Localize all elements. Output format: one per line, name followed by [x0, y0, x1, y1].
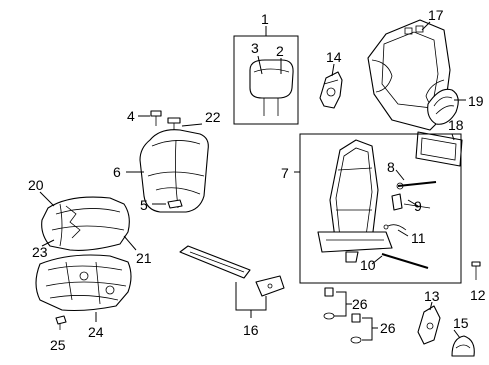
- recliner-knob[interactable]: [451, 335, 475, 357]
- lumbar-pad[interactable]: [427, 88, 459, 125]
- callout-1: 1: [261, 11, 269, 27]
- seatback-panel[interactable]: [415, 131, 463, 167]
- callout-5: 5: [140, 197, 148, 213]
- leader-15: [453, 329, 461, 339]
- callout-4: 4: [127, 108, 135, 124]
- seatback-cushion[interactable]: [139, 129, 209, 213]
- leader-8: [395, 169, 405, 181]
- leader-9: [407, 199, 419, 207]
- leader-20: [39, 191, 55, 207]
- leader-18: [451, 133, 455, 141]
- screw-part[interactable]: [150, 110, 162, 126]
- callout-2: 2: [276, 43, 284, 59]
- callout-11: 11: [411, 230, 426, 246]
- leader-22: [181, 123, 203, 127]
- callout-16: 16: [243, 322, 259, 338]
- callout-18: 18: [448, 117, 464, 133]
- leader-21: [123, 235, 137, 251]
- callout-17: 17: [428, 7, 444, 23]
- recliner-rod[interactable]: [396, 181, 437, 190]
- leader-23: [41, 239, 55, 247]
- callout-20: 20: [28, 177, 44, 193]
- seatback-frame-group-box: [299, 133, 462, 284]
- recliner-link[interactable]: [391, 193, 431, 211]
- callout-26a: 26: [352, 296, 368, 312]
- leader-14: [331, 63, 335, 77]
- callout-6: 6: [113, 164, 121, 180]
- leader-13: [429, 301, 433, 311]
- callout-26b: 26: [380, 320, 396, 336]
- callout-14: 14: [326, 49, 342, 65]
- callout-21: 21: [136, 250, 152, 266]
- callout-19: 19: [468, 93, 484, 109]
- callout-13: 13: [424, 288, 440, 304]
- headrest[interactable]: [249, 59, 294, 116]
- callout-7: 7: [281, 165, 289, 181]
- callout-12: 12: [470, 287, 486, 303]
- cushion-clip[interactable]: [167, 199, 183, 209]
- lower-rod[interactable]: [381, 253, 429, 269]
- recliner-cover[interactable]: [417, 305, 441, 345]
- leader-26b-bracket: [362, 317, 373, 341]
- fastener-upper[interactable]: [323, 287, 335, 320]
- seat-cushion-cover[interactable]: [41, 196, 130, 251]
- leader-11: [397, 229, 409, 237]
- headrest-guide-bracket[interactable]: [319, 71, 343, 109]
- seatback-frame[interactable]: [317, 139, 393, 263]
- leader-10: [371, 255, 383, 265]
- callout-24: 24: [88, 324, 104, 340]
- callout-23: 23: [32, 244, 48, 260]
- fastener-lower[interactable]: [350, 313, 362, 344]
- leader-3: [257, 55, 263, 75]
- seat-track-rail[interactable]: [179, 245, 285, 297]
- spring-part[interactable]: [471, 261, 481, 280]
- seat-pan[interactable]: [35, 254, 132, 312]
- callout-25: 25: [50, 337, 66, 353]
- clip-part[interactable]: [55, 315, 67, 330]
- callout-15: 15: [453, 315, 469, 331]
- callout-3: 3: [251, 40, 259, 56]
- callout-10: 10: [360, 257, 376, 273]
- leader-26a-bracket: [334, 291, 347, 317]
- release-cable[interactable]: [383, 224, 407, 231]
- leader-17: [421, 21, 431, 31]
- callout-8: 8: [387, 159, 395, 175]
- callout-22: 22: [205, 109, 221, 125]
- callout-9: 9: [414, 198, 422, 214]
